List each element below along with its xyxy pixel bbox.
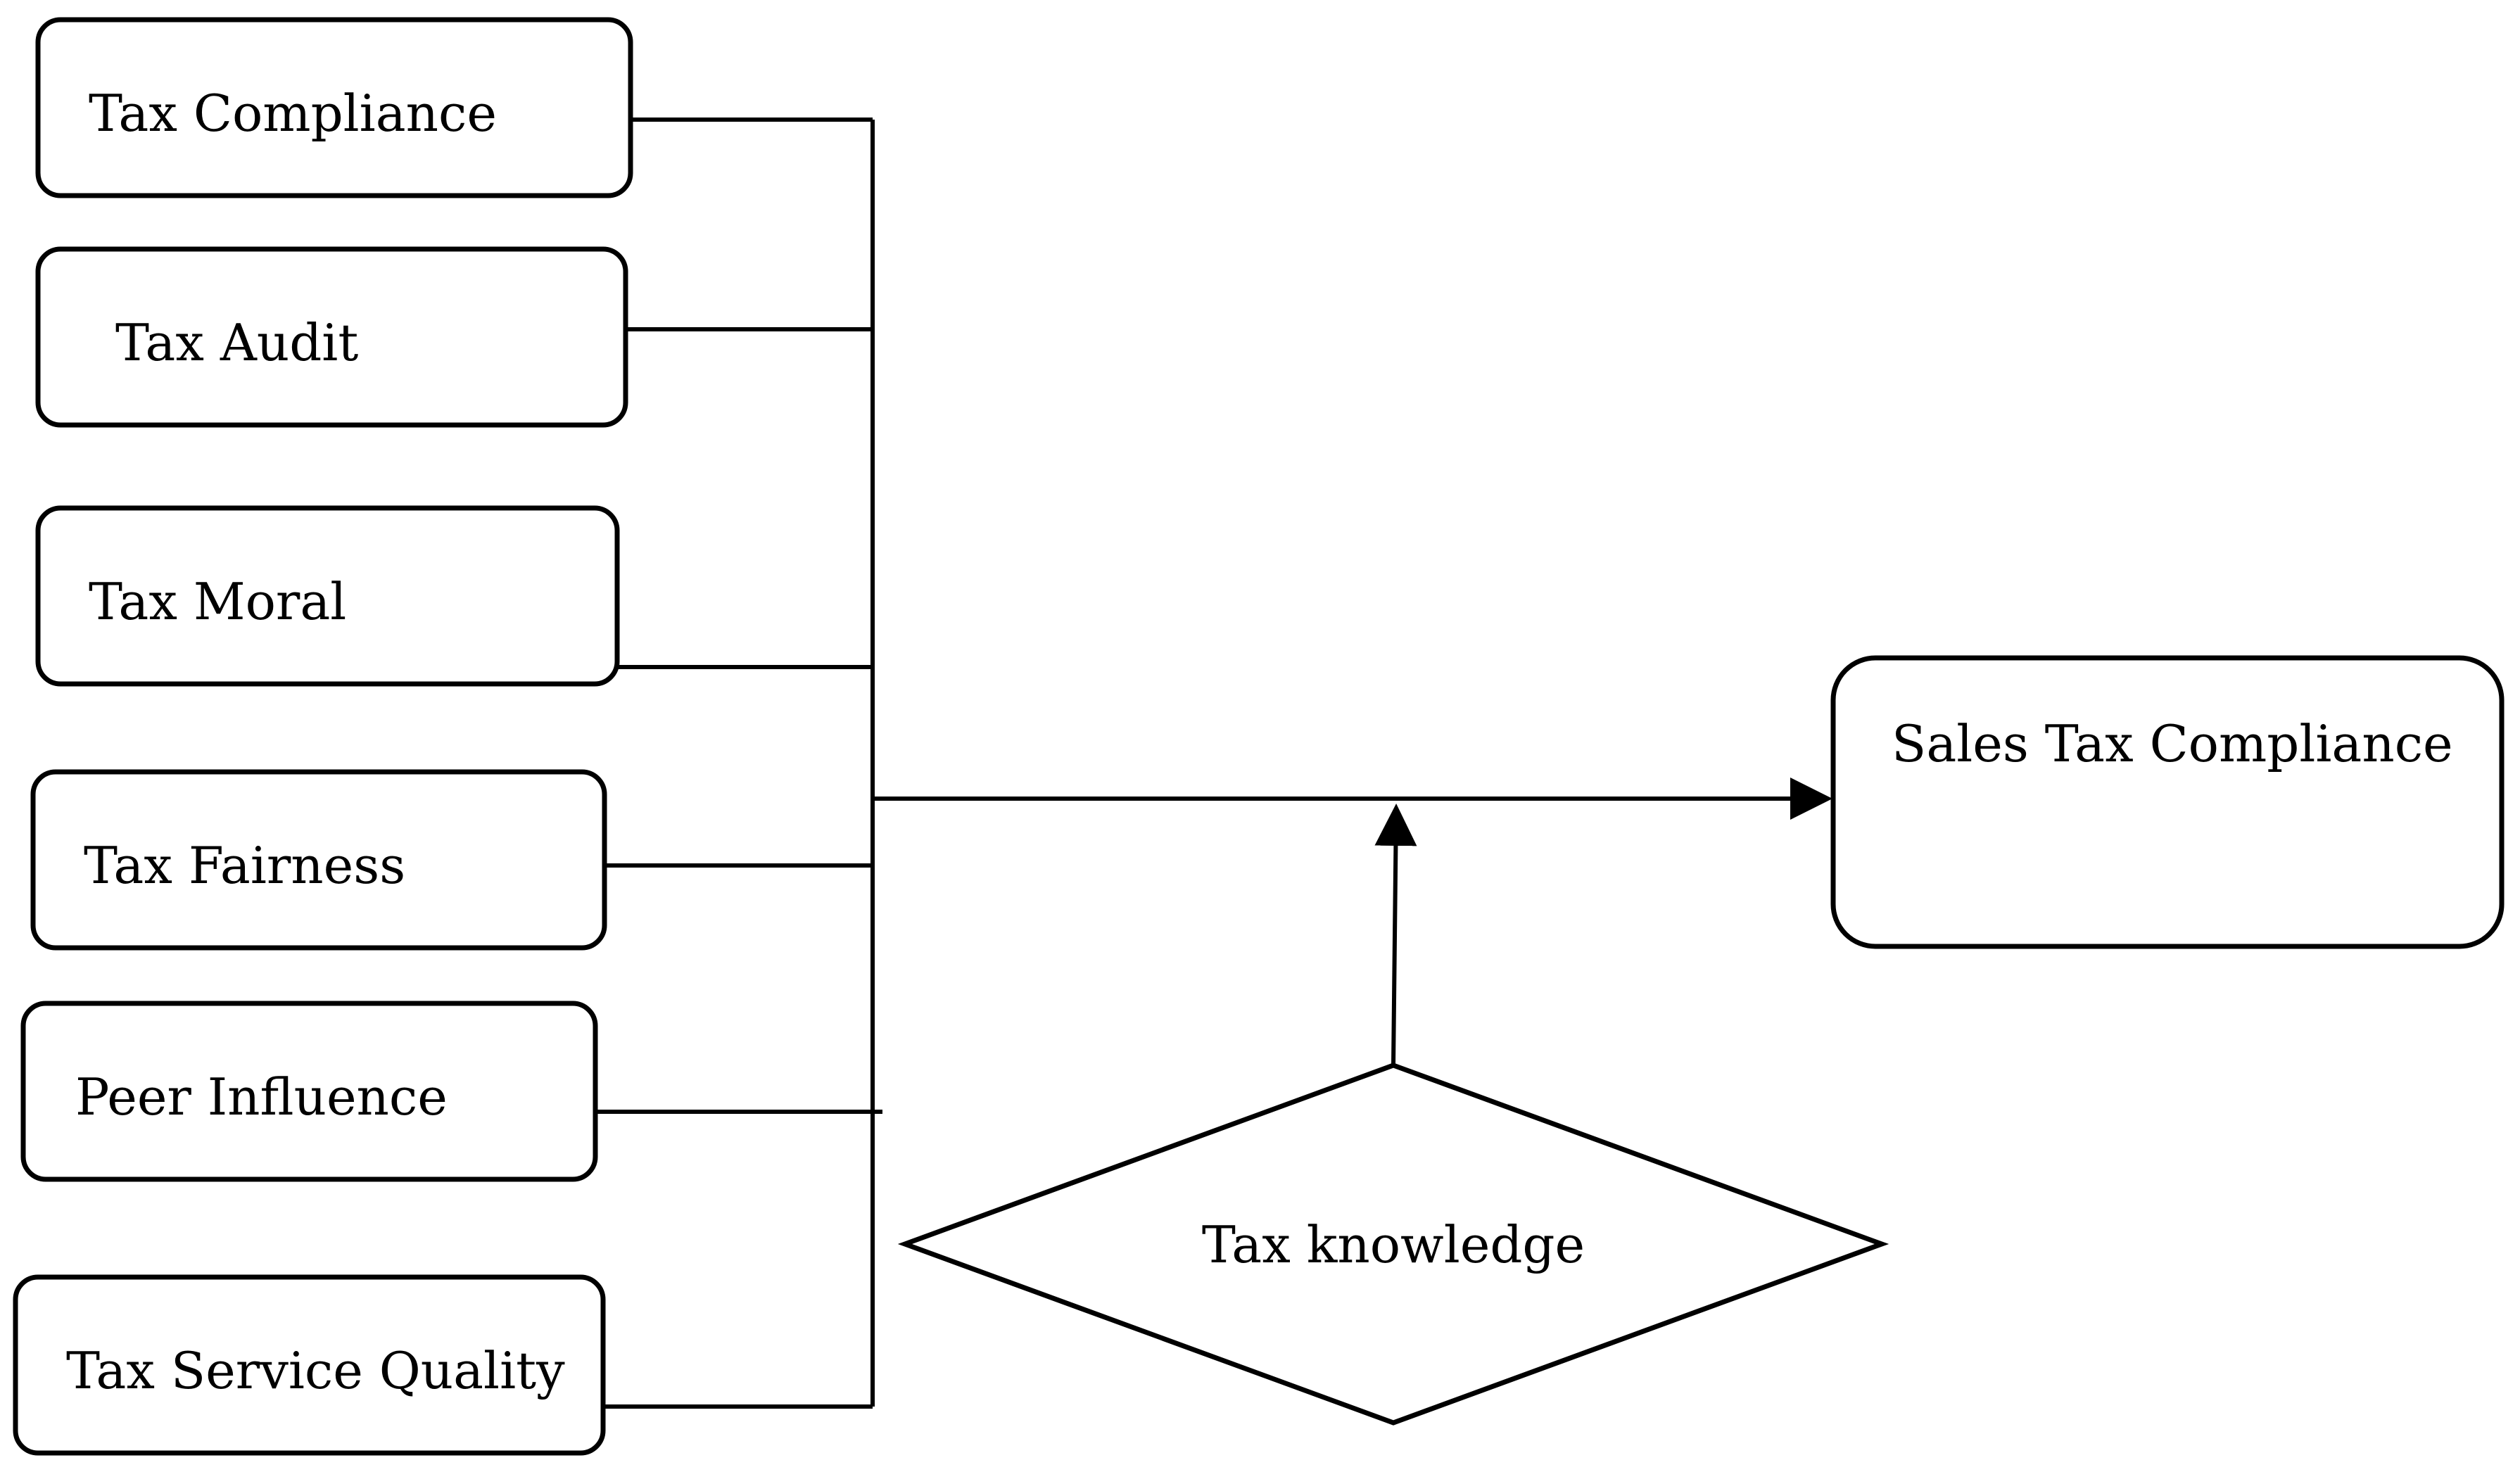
factor-box-tax-service-quality: Tax Service Quality <box>13 1274 606 1456</box>
outcome-box-sales-tax-compliance: Sales Tax Compliance <box>1830 655 2505 949</box>
factor-label-tax-audit: Tax Audit <box>115 313 358 372</box>
factor-box-peer-influence: Peer Influence <box>20 1001 598 1182</box>
factor-connectors <box>595 118 882 1409</box>
factor-box-tax-compliance: Tax Compliance <box>35 17 633 198</box>
factor-label-tax-moral: Tax Moral <box>89 572 346 631</box>
moderator-arrow <box>1374 804 1417 1066</box>
factor-box-tax-audit: Tax Audit <box>35 246 628 428</box>
factor-label-tax-compliance: Tax Compliance <box>89 84 497 143</box>
factor-box-tax-fairness: Tax Fairness <box>30 769 607 951</box>
factor-label-tax-service-quality: Tax Service Quality <box>66 1341 565 1400</box>
factor-label-peer-influence: Peer Influence <box>75 1067 448 1127</box>
outcome-label: Sales Tax Compliance <box>1892 714 2453 773</box>
moderator-label: Tax knowledge <box>1202 1215 1585 1274</box>
factor-label-tax-fairness: Tax Fairness <box>84 836 405 895</box>
moderator-diamond-tax-knowledge: Tax knowledge <box>897 1062 1889 1426</box>
factor-box-tax-moral: Tax Moral <box>35 505 620 687</box>
